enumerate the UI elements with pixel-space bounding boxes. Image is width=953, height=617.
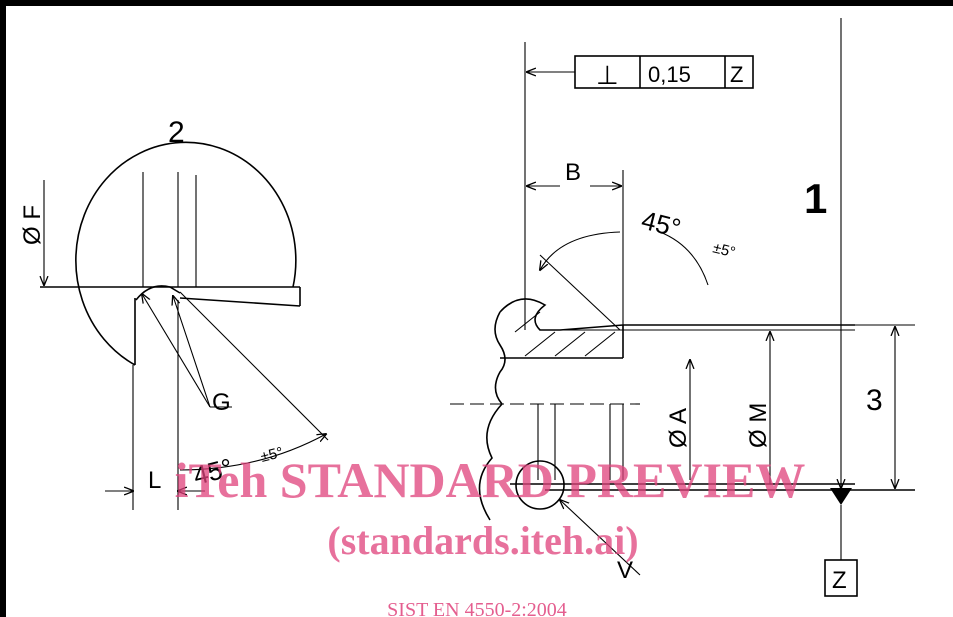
datum-box	[824, 559, 858, 597]
left-view	[40, 141, 329, 510]
tolerance-datum: Z	[730, 62, 743, 87]
right-angle-arc-end	[659, 231, 709, 286]
hatch-2	[524, 331, 556, 357]
drawing-sheet	[6, 6, 953, 617]
view-label-1: 1	[804, 175, 827, 222]
g-leader-1	[142, 294, 211, 408]
watermark-line-1: iTeh STANDARD PREVIEW	[175, 452, 806, 508]
dim-label-phi-m: Ø M	[745, 403, 772, 448]
label-g: G	[212, 389, 231, 416]
label-v: V	[617, 557, 633, 584]
left-angle-arc	[179, 434, 326, 471]
hatch-4	[584, 331, 616, 357]
watermark-line-2: (standards.iteh.ai)	[327, 518, 638, 563]
g-leader-2	[173, 296, 211, 408]
label-l: L	[148, 467, 161, 494]
right-view	[450, 18, 915, 597]
dim-label-b: B	[565, 159, 581, 186]
dim-label-3: 3	[866, 384, 883, 417]
angle-right-label: 45°	[639, 205, 684, 244]
datum-label-z: Z	[832, 567, 847, 594]
tolerance-value: 0,15	[648, 62, 691, 87]
right-angle-line	[539, 254, 621, 331]
view-label-2: 2	[168, 116, 185, 149]
v-leader	[560, 500, 641, 576]
part-top-contour	[499, 298, 855, 331]
angle-left-tol: ±5°	[259, 444, 285, 466]
part-break-line	[478, 311, 506, 521]
left-angle-line	[179, 291, 329, 441]
angle-right-tol: ±5°	[711, 239, 737, 261]
watermark-line-3: SIST EN 4550-2:2004	[387, 599, 567, 617]
dim-label-phi-f: Ø F	[19, 205, 46, 245]
left-half-circle-outline	[75, 141, 297, 366]
hatch-1	[514, 311, 541, 333]
datum-triangle	[830, 488, 852, 505]
left-flat-cut	[179, 297, 301, 307]
dim-label-phi-a: Ø A	[665, 408, 692, 448]
tolerance-symbol: ⊥	[596, 60, 619, 90]
hatch-3	[554, 331, 586, 357]
seal-circle	[515, 460, 565, 510]
left-groove-curve	[135, 285, 181, 301]
right-angle-arc-start	[540, 231, 621, 270]
tolerance-frame	[574, 55, 754, 89]
